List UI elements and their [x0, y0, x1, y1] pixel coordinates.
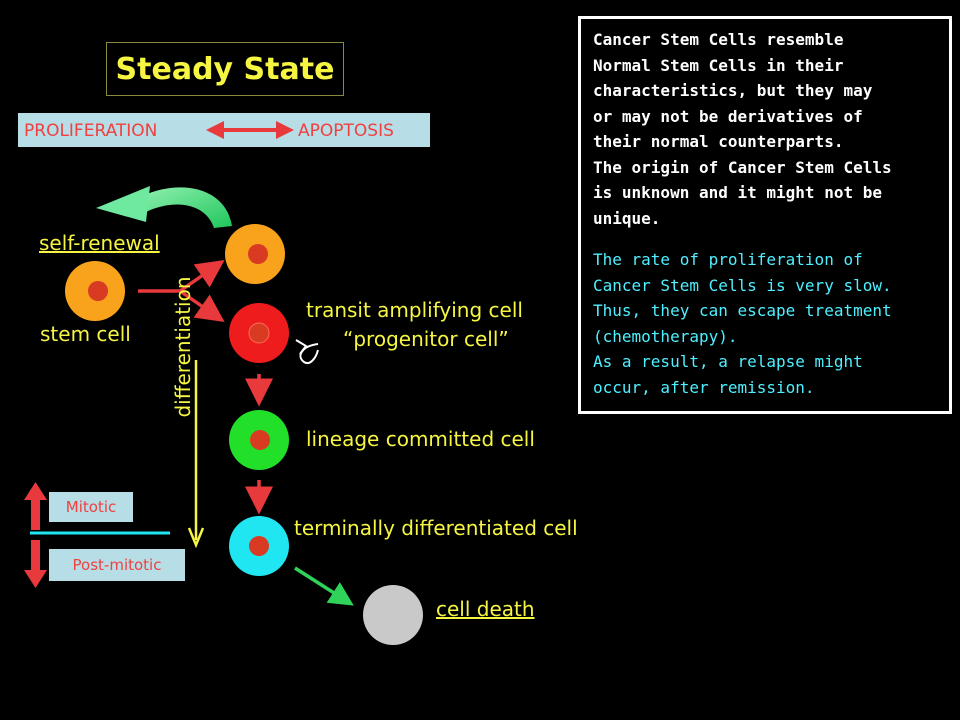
transit-cell-label: transit amplifying cell	[306, 298, 523, 322]
info-proliferation-text: The rate of proliferation of Cancer Stem…	[593, 247, 939, 400]
differentiation-label: differentiation	[171, 276, 195, 418]
stem-cell-label: stem cell	[40, 322, 131, 346]
terminally-differentiated-cell	[229, 516, 289, 576]
page-title: Steady State	[106, 42, 344, 96]
lineage-committed-cell	[229, 410, 289, 470]
info-line: Cancer Stem Cells is very slow.	[593, 275, 892, 295]
mitotic-up-arrow-icon	[24, 482, 47, 530]
lineage-cell-label: lineage committed cell	[306, 427, 535, 451]
info-line: Cancer Stem Cells resemble	[593, 30, 844, 49]
proliferation-label: PROLIFERATION	[24, 121, 158, 141]
info-line: is unknown and it might not be	[593, 183, 882, 202]
progenitor-cell-label: “progenitor cell”	[343, 327, 509, 351]
cell-death-label: cell death	[436, 597, 535, 621]
terminal-cell-label: terminally differentiated cell	[294, 516, 578, 540]
info-box: Cancer Stem Cells resemble Normal Stem C…	[578, 16, 952, 414]
dead-cell	[363, 585, 423, 645]
balance-arrow-icon	[206, 121, 294, 139]
apoptosis-label: APOPTOSIS	[298, 121, 394, 141]
branch-arrow-icon	[138, 260, 225, 322]
death-arrow	[294, 566, 354, 606]
info-line: their normal counterparts.	[593, 132, 844, 151]
differentiation-bracket	[187, 360, 205, 549]
info-line: (chemotherapy).	[593, 326, 738, 346]
info-line: or may not be derivatives of	[593, 106, 863, 126]
info-line: Thus, they can escape treatment	[593, 301, 892, 320]
mitotic-box: Mitotic	[49, 492, 133, 522]
curved-green-arrow-icon	[96, 186, 232, 228]
self-renewal-label: self-renewal	[39, 231, 160, 255]
stem-cell	[65, 261, 125, 321]
post-mitotic-box: Post-mitotic	[49, 549, 185, 581]
post-mitotic-down-arrow-icon	[24, 540, 47, 588]
info-line: The rate of proliferation of	[593, 250, 863, 269]
info-line: As a result, a relapse might	[593, 352, 863, 371]
info-line: unique.	[593, 208, 661, 228]
self-renewed-stem-cell	[225, 224, 285, 284]
transit-amplifying-cell	[229, 303, 289, 363]
info-origin-text: Cancer Stem Cells resemble Normal Stem C…	[593, 27, 939, 231]
info-line: The origin of Cancer Stem Cells	[593, 157, 892, 177]
info-line: characteristics, but they may	[593, 81, 873, 100]
loop-arrow-icon	[295, 339, 319, 364]
info-line: Normal Stem Cells in their	[593, 55, 844, 75]
info-line: occur, after remission.	[593, 377, 815, 397]
